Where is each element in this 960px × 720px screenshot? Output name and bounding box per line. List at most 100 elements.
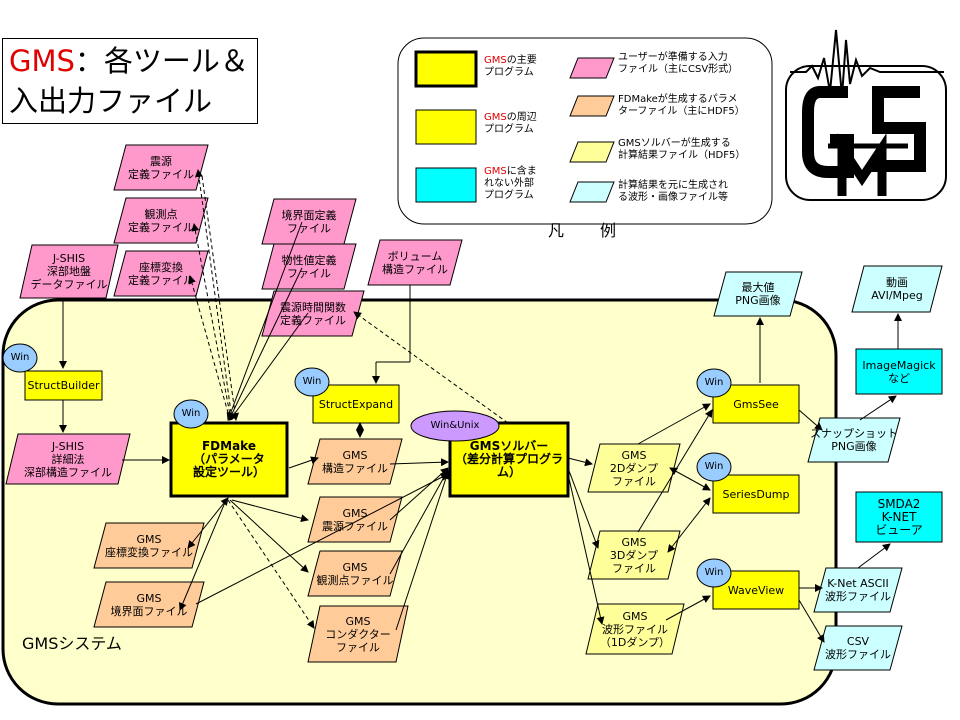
win-label-fdmake: Win [181,408,201,419]
edge-boundary-fdmake [226,221,303,421]
gms-boundary-label: GMS 境界面ファイル [110,591,188,618]
fdmake-label: FDMake （パラメータ 設定ツール） [192,439,265,479]
legend-fdmake-output-swatch [569,95,615,117]
edge-source-time-fdmake [229,312,309,421]
wave1d-label: GMS 波形ファイル （1Dダンプ） [599,609,671,649]
title-box: GMS：各ツール＆ 入出力ファイル [2,38,258,124]
jshis-detail-file [5,433,131,485]
system-label: GMSシステム [22,634,122,653]
edge-fdmake-gms-station [229,499,309,573]
fdmake-box [169,421,289,498]
edge-gmssee-snapshot [798,409,823,431]
gms-boundary-file [93,581,205,628]
legend-fdmake-output-text: FDMakeが生成するパラメ ターファイル（主にHDF5） [618,94,745,117]
jshis-deep-file [19,244,119,299]
solver-label: GMSソルバー （差分計算プログラム） [454,439,563,479]
gms-logo [785,29,947,201]
edge-gms-station-solver [389,469,449,575]
imagemagick-box [855,348,943,395]
structexpand-label: StructExpand [318,397,394,411]
wave1d-file [585,603,685,655]
win-badge-structexpand [294,367,330,397]
legend-peripheral-program-swatch [415,109,477,145]
legend-external-program-text: GMSに含ま れない外部 プログラム [484,166,537,201]
legend-main-program-swatch [414,50,478,88]
edge-gms-boundary-solver [195,473,449,605]
source-time-def-label: 震源時間関数 定義ファイル [280,300,346,327]
max-png-file [713,271,803,317]
legend-main-program-text: GMSの主要 プログラム [484,55,537,78]
legend-user-input-text: ユーザーが準備する入力 ファイル（主にCSV形式） [618,52,739,75]
dump2d-file [587,443,681,493]
title-line2: 入出力ファイル [9,84,213,118]
edge-solver-dump3d [567,467,600,549]
edge-fdmake-gms-conductor [227,499,315,629]
gms-conductor-file [307,605,409,663]
viewer-label: SMDA2 K-NET ビューア [875,496,923,537]
edge-gms-conductor-solver [395,471,450,631]
edge-gms-source-solver [389,467,449,521]
property-def-file [261,243,357,290]
legend-external-program-swatch [415,167,477,203]
edge-dump2d-gmssee [637,403,711,445]
edge-knet-viewer [857,543,891,569]
gms-source-label: GMS 震源ファイル [322,506,388,533]
imagemagick-label: ImageMagick など [862,358,936,385]
edge-solver-wave1d [567,473,605,625]
max-png-label: 最大値 PNG画像 [735,281,781,307]
title-gms: GMS [9,44,75,78]
win-badge-gmssee [696,368,732,398]
source-def-file [113,144,209,191]
csv-wave-file [813,625,903,671]
edge-fdmake-coord-def [188,275,231,421]
dump3d-label: GMS 3Dダンプ ファイル [609,535,659,575]
jshis-deep-label: J-SHIS 深部地盤 データファイル [30,252,108,291]
legend-box [397,37,773,225]
edge-fdmake-gms-struct [288,456,319,469]
gmssee-label: GmsSee [733,397,779,411]
win-label-seriesdump: Win [704,461,724,472]
seriesdump-label: SeriesDump [722,487,790,501]
legend-derived-output-swatch [569,181,615,203]
knet-ascii-file [813,567,903,613]
edge-dump2d-seriesdump [669,467,711,491]
win-label-gmssee: Win [704,377,724,388]
win-badge-waveview [696,558,732,588]
gms-coord-label: GMS 座標変換ファイル [105,532,193,559]
gms-coord-file [93,522,205,569]
edge-fdmake-source-def [194,169,233,421]
coord-def-label: 座標変換 定義ファイル [128,260,194,287]
source-def-label: 震源 定義ファイル [128,154,194,181]
viewer-box [855,491,943,543]
snapshot-png-file [807,417,901,463]
edge-solver-dump2d [567,457,593,467]
win-label-structexpand: Win [302,376,322,387]
snapshot-png-label: スナップショット PNG画像 [810,427,898,453]
win-label-waveview: Win [704,567,724,578]
edge-property-fdmake [228,267,303,421]
source-time-def-file [261,290,365,337]
waveview-label: WaveView [727,583,785,597]
legend-peripheral-program-text: GMSの周辺 プログラム [484,112,537,135]
movie-file [851,265,943,313]
edge-dump3d-seriesdump [667,497,711,553]
legend-derived-output-text: 計算結果を元に生成され る波形・画像ファイル等 [618,180,728,203]
gms-struct-label: GMS 構造ファイル [322,448,388,475]
edge-snapshot-imagemagick [859,395,897,421]
gms-conductor-label: GMS コンダクター ファイル [325,614,391,654]
volume-struct-file [367,239,463,286]
volume-struct-label: ボリューム 構造ファイル [382,249,448,276]
title-suffix: ：各ツール＆ [74,44,249,78]
csv-wave-label: CSV 波形ファイル [825,635,891,661]
structbuilder-box [24,370,103,401]
edge-fdmake-gms-boundary [179,499,227,611]
edge-solver-source-time [353,311,509,424]
edge-fdmake-gms-coord [187,497,229,549]
win-badge-structbuilder [2,343,38,373]
movie-label: 動画 AVI/Mpeg [871,276,923,302]
legend-caption: 凡 例 [548,221,627,240]
win-badge-fdmake [173,399,209,429]
gms-station-label: GMS 観測点ファイル [316,560,394,587]
gms-struct-file [307,438,403,485]
